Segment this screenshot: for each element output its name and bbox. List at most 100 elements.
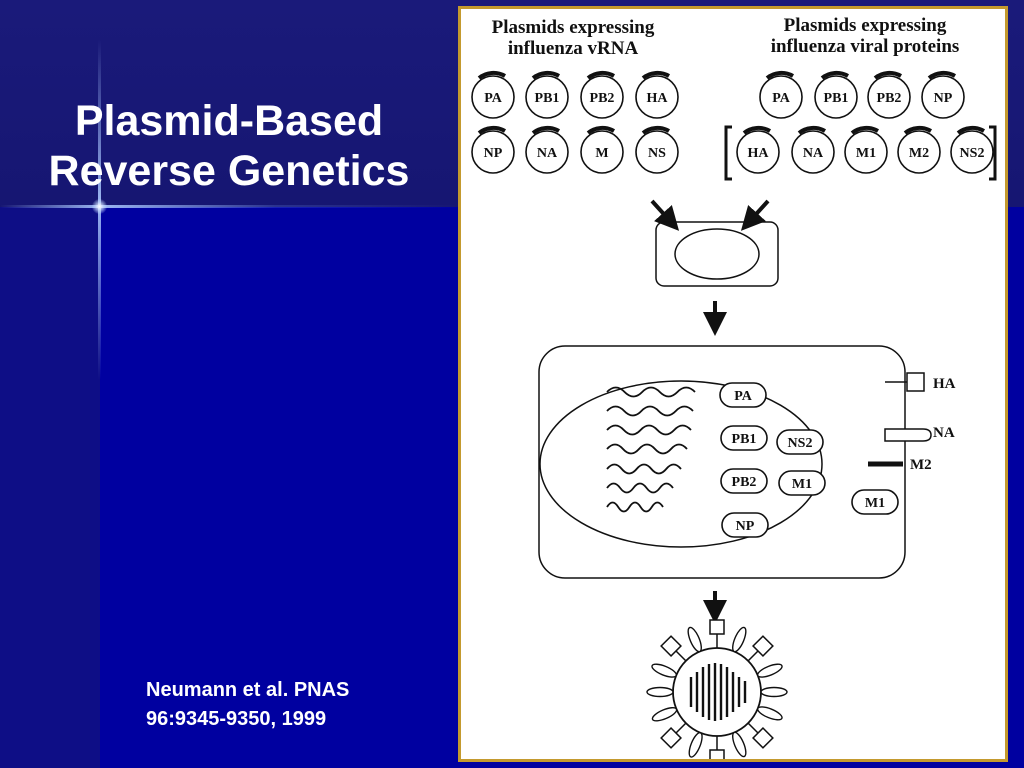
transfected-cell-nucleus: [674, 228, 760, 280]
infected-cell-nucleus: [539, 380, 823, 548]
lens-flare-horizontal: [0, 205, 460, 208]
nucleus-protein-pb2: PB2: [720, 468, 768, 494]
ha-spike-5: [709, 749, 725, 759]
slide-title-line2: Reverse Genetics: [48, 147, 410, 195]
vrna-plasmid-na-label: NA: [537, 146, 558, 161]
protein-plasmid-ha-row2-label: HA: [748, 146, 770, 161]
vrna-plasmid-pb1: PB1: [525, 70, 569, 119]
vrna-segment-3: [606, 424, 692, 436]
left-bracket: [724, 125, 732, 181]
ha-spike-8: [660, 635, 682, 657]
nucleus-protein-pa-label: PA: [734, 389, 753, 404]
na-spike-9: [732, 626, 747, 653]
na-spike-16: [687, 626, 702, 653]
nucleus-protein-pb2-label: PB2: [732, 475, 757, 490]
na-spike-11: [756, 706, 783, 721]
protein-plasmid-m1-row2: M1: [844, 125, 888, 174]
ha-spike-1: [709, 619, 725, 635]
vrna-plasmid-m-label: M: [595, 146, 608, 161]
ha-spike-stalk-6: [675, 722, 687, 734]
nucleus-protein-ns2-label: NS2: [788, 436, 813, 451]
transfected-cell: [655, 221, 779, 287]
na-glycoprotein: [884, 428, 932, 442]
protein-plasmid-pa: PA: [759, 70, 803, 119]
nucleus-protein-m1: M1: [778, 470, 826, 496]
protein-header-line1: Plasmids expressing: [784, 15, 947, 36]
vrna-plasmid-np-label: NP: [484, 146, 503, 161]
vrna-segment-2: [606, 405, 694, 417]
vrna-plasmid-np: NP: [471, 125, 515, 174]
nucleus-protein-m1-label: M1: [792, 477, 812, 492]
nucleus-protein-pa: PA: [719, 382, 767, 408]
vrna-plasmid-ha-label: HA: [647, 91, 669, 106]
left-band: [0, 207, 100, 768]
cytoplasm-protein-m1-label: M1: [865, 496, 885, 511]
vrna-plasmid-pb2-label: PB2: [590, 91, 615, 106]
vrna-plasmid-pa: PA: [471, 70, 515, 119]
virion: [646, 619, 788, 759]
slide-title: Plasmid-Based Reverse Genetics: [14, 96, 444, 196]
vrna-segments: [606, 386, 696, 513]
protein-plasmid-np: NP: [921, 70, 965, 119]
protein-plasmid-pb1: PB1: [814, 70, 858, 119]
protein-plasmid-m2-row2: M2: [897, 125, 941, 174]
citation: Neumann et al. PNAS 96:9345-9350, 1999: [146, 676, 349, 734]
na-spike-12: [732, 731, 747, 758]
ha-spike-4: [752, 727, 774, 749]
vrna-plasmid-ns-label: NS: [648, 146, 666, 161]
protein-plasmid-na-row2-label: NA: [803, 146, 824, 161]
figure-canvas: Plasmids expressing influenza vRNA Plasm…: [471, 15, 997, 759]
vrna-plasmid-ns: NS: [635, 125, 679, 174]
ha-spike-stalk-2: [747, 650, 759, 662]
vrna-plasmid-ha: HA: [635, 70, 679, 119]
vrna-segment-5: [606, 463, 682, 475]
vrna-plasmid-na: NA: [525, 125, 569, 174]
na-spike-14: [651, 707, 678, 722]
ha-spike-stalk-4: [747, 722, 759, 734]
protein-plasmid-m2-row2-label: M2: [909, 146, 929, 161]
nucleus-protein-pb1: PB1: [720, 425, 768, 451]
na-spike-10: [756, 663, 783, 678]
reverse-genetics-figure: Plasmids expressing influenza vRNA Plasm…: [458, 6, 1008, 762]
ha-glycoprotein: [906, 372, 925, 392]
vrna-segment-4: [606, 443, 688, 455]
vrna-plasmid-m: M: [580, 125, 624, 174]
vrna-plasmid-pb2: PB2: [580, 70, 624, 119]
protein-header-line2: influenza viral proteins: [771, 36, 960, 57]
ha-spike-stalk-8: [675, 650, 687, 662]
infected-cell: [538, 345, 906, 579]
transfection-arrow-right: [740, 199, 770, 231]
nucleus-protein-pb1-label: PB1: [732, 432, 757, 447]
na-spike-13: [688, 731, 703, 758]
transfection-arrow-left: [650, 199, 680, 231]
na-spike-7: [646, 686, 674, 698]
protein-plasmid-na-row2: NA: [791, 125, 835, 174]
citation-line2: 96:9345-9350, 1999: [146, 708, 327, 730]
protein-plasmid-pb2-label: PB2: [877, 91, 902, 106]
vrna-plasmid-pb1-label: PB1: [535, 91, 560, 106]
protein-plasmid-pb2: PB2: [867, 70, 911, 119]
na-spike-3: [760, 686, 788, 698]
na-spike-15: [651, 663, 678, 678]
protein-plasmid-pb1-label: PB1: [824, 91, 849, 106]
vrna-segment-6: [606, 482, 674, 494]
membrane-label-na: NA: [933, 425, 955, 441]
vrna-segment-1: [606, 386, 696, 398]
protein-plasmid-ns2-row2-label: NS2: [960, 146, 985, 161]
protein-plasmid-ns2-row2: NS2: [950, 125, 994, 174]
right-bracket: [989, 125, 997, 181]
citation-line1: Neumann et al. PNAS: [146, 679, 350, 701]
vrna-segment-7: [606, 501, 664, 513]
membrane-label-ha: HA: [933, 376, 956, 392]
ha-spike-6: [660, 727, 682, 749]
vrna-header-line1: Plasmids expressing: [492, 17, 655, 38]
ha-spike-2: [752, 635, 774, 657]
cytoplasm-protein-m1: M1: [851, 489, 899, 515]
nucleus-protein-np: NP: [721, 512, 769, 538]
protein-plasmid-m1-row2-label: M1: [856, 146, 876, 161]
protein-plasmid-np-label: NP: [934, 91, 953, 106]
slide-title-line1: Plasmid-Based: [74, 97, 384, 145]
protein-plasmid-pa-label: PA: [772, 91, 791, 106]
